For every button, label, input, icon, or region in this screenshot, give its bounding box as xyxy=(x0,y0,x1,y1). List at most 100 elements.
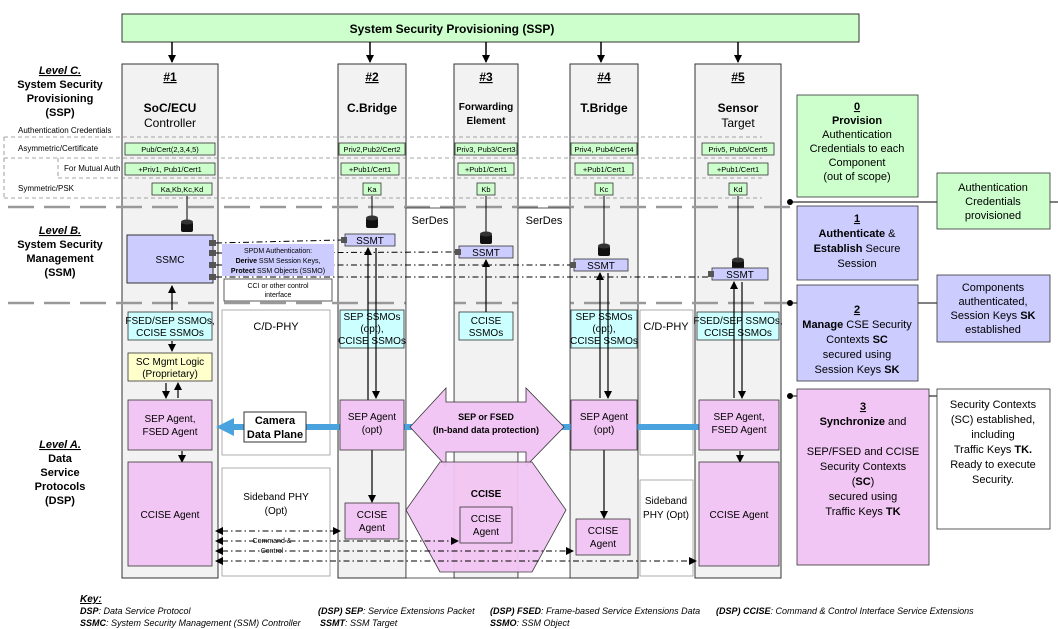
component-sub-1: Controller xyxy=(144,116,196,130)
level-b-title: Level B. xyxy=(39,225,81,237)
sc-mgmt-box xyxy=(127,352,213,382)
sideband-phy-box-left xyxy=(221,467,331,577)
step2-l1: Manage CSE Security xyxy=(802,319,912,331)
ccise-agent-4-l1: CCISE xyxy=(588,526,619,537)
cred-mutual-label: For Mutual Auth xyxy=(64,164,120,173)
sideband-phy-l2: (Opt) xyxy=(265,506,288,517)
ssmo-box-2 xyxy=(339,309,405,349)
ssmt-label-2: SSMT xyxy=(356,236,384,247)
key-item-sep: (DSP) SEP: Service Extensions Packet xyxy=(318,606,475,616)
result3-l1: Security Contexts xyxy=(950,399,1037,411)
connector-dot-1 xyxy=(787,199,793,205)
component-num-2: #2 xyxy=(365,70,379,84)
camera-l2: Data Plane xyxy=(247,429,303,441)
step0-num: 0 xyxy=(854,101,860,113)
data-plane-arrowhead xyxy=(216,418,234,436)
step1-l1: Authenticate & xyxy=(818,228,896,240)
step0-l2: Credentials to each xyxy=(810,143,905,155)
psk-box-2 xyxy=(362,182,382,196)
cred-auth-label: Authentication Credentials xyxy=(18,126,111,135)
ssmo-box-3 xyxy=(458,311,514,341)
step2-num: 2 xyxy=(854,304,860,316)
cd-phy-label-left: C/D-PHY xyxy=(253,321,299,333)
cd-phy-box-right xyxy=(639,309,694,456)
key-title: Key: xyxy=(80,594,102,605)
step3-l6: secured using xyxy=(829,491,898,503)
result1-l3: provisioned xyxy=(965,210,1021,222)
step2-box xyxy=(796,284,919,382)
sideband-phy-r1: Sideband xyxy=(645,496,687,507)
psk-text-4: Kc xyxy=(600,185,609,194)
camera-box xyxy=(243,411,307,443)
sideband-phy-box-right xyxy=(639,479,694,577)
component-name-2: C.Bridge xyxy=(347,101,397,115)
step3-l4: Security Contexts xyxy=(820,461,907,473)
mutual-text-4: +Pub1/Cert1 xyxy=(583,165,625,174)
ssmc-box xyxy=(126,234,214,284)
ssmo-box-5 xyxy=(696,311,780,341)
spdm-line2: Derive SSM Session Keys, xyxy=(236,258,321,265)
key-item-dsp: DSP: Data Service Protocol xyxy=(80,606,192,616)
component-name-1: SoC/ECU xyxy=(144,101,197,115)
cert-text-4: Priv4, Pub4/Cert4 xyxy=(574,145,633,154)
cd-phy-label-right: C/D-PHY xyxy=(643,321,689,333)
result2-box xyxy=(936,274,1051,343)
level-separators xyxy=(8,205,790,305)
cci-line2: interface xyxy=(265,292,292,299)
psk-box-1 xyxy=(151,182,213,196)
step2-l2: Contexts SC xyxy=(826,334,888,346)
sideband-phy-l1: Sideband PHY xyxy=(243,492,309,503)
level-a-title: Level A. xyxy=(39,439,81,451)
cred-asym-label: Asymmetric/Certificate xyxy=(18,144,99,153)
level-b-line1: System Security xyxy=(17,239,103,251)
key-item-fsed: (DSP) FSED: Frame-based Service Extensio… xyxy=(490,606,700,616)
result2-l2: authenticated, xyxy=(958,296,1027,308)
component-num-4: #4 xyxy=(597,70,611,84)
cci-box xyxy=(223,278,333,302)
agent-2-l2: (opt) xyxy=(362,425,383,436)
key-item-ssmo: SSMO: SSM Object xyxy=(490,618,570,628)
mutual-text-5: +Pub1/Cert1 xyxy=(717,165,759,174)
ssmo-4-l3: CCISE SSMOs xyxy=(570,336,638,347)
result2-l4: established xyxy=(965,324,1021,336)
psk-text-1: Ka,Kb,Kc,Kd xyxy=(161,185,204,194)
sc-mgmt-l2: (Proprietary) xyxy=(142,369,198,380)
camera-l1: Camera xyxy=(255,415,296,427)
result3-l3: including xyxy=(971,429,1014,441)
mutual-box-1 xyxy=(124,162,216,176)
ssmt-label-5: SSMT xyxy=(726,270,754,281)
key-item-ssmt: SSMT: SSM Target xyxy=(320,618,398,628)
ccise-agent-3 xyxy=(459,506,513,544)
psk-text-3: Kb xyxy=(481,185,490,194)
cert-text-1: Pub/Cert(2,3,4,5) xyxy=(141,145,199,154)
inband-l2: (In-band data protection) xyxy=(433,425,539,435)
component-name-4: T.Bridge xyxy=(580,101,628,115)
sep-fsed-agent-5 xyxy=(698,399,780,451)
agent-4-l1: SEP Agent xyxy=(580,412,628,423)
step3-num: 3 xyxy=(860,401,866,413)
agent-4-l2: (opt) xyxy=(594,425,615,436)
cci-line1: CCI or other control xyxy=(247,283,309,290)
key-item-ssmc: SSMC: System Security Management (SSM) C… xyxy=(80,618,302,628)
level-c-line2: Provisioning xyxy=(27,93,94,105)
result3-l6: Security. xyxy=(972,474,1014,486)
component-num-5: #5 xyxy=(731,70,745,84)
component-name-3: Forwarding xyxy=(459,102,513,113)
ssmt-ports xyxy=(341,237,714,277)
sep-agent-2 xyxy=(339,399,405,451)
level-a-line2: Service xyxy=(40,467,79,479)
connector-dot-2 xyxy=(787,300,793,306)
level-c-line1: System Security xyxy=(17,79,103,91)
serdes-label-right: SerDes xyxy=(526,215,563,227)
spdm-line3: Protect SSM Objects (SSMO) xyxy=(231,268,325,275)
key-item-ccise: (DSP) CCISE: Command & Control Interface… xyxy=(716,606,974,616)
step2-l4: Session Keys SK xyxy=(815,364,900,376)
ccise-agent-5 xyxy=(698,461,780,567)
mutual-box-4 xyxy=(574,162,634,176)
ssmo-5-l2: CCISE SSMOs xyxy=(704,328,772,339)
spdm-box xyxy=(222,244,334,276)
step1-box xyxy=(796,205,919,281)
psk-box-5 xyxy=(728,182,748,196)
step0-box xyxy=(796,94,919,198)
